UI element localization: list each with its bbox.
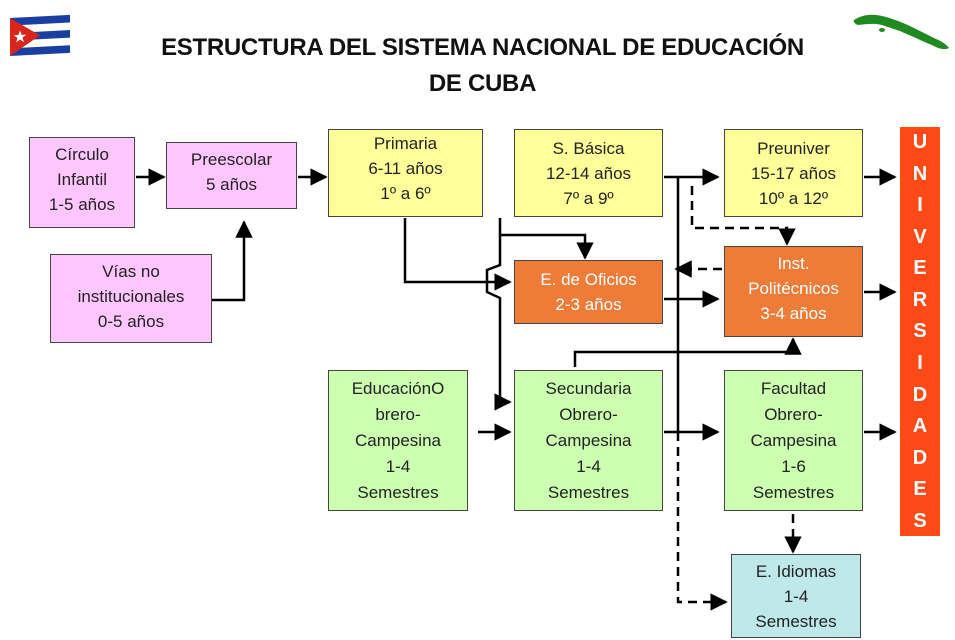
box-text: E. Idiomas	[755, 562, 837, 581]
box-text: E. de Oficios	[540, 270, 637, 289]
box-text: 5 años	[205, 175, 258, 194]
box-text: Vías no	[102, 262, 160, 281]
box-text: 15-17 años	[750, 164, 837, 183]
box-text: institucionales	[77, 287, 185, 306]
box-text: 1º a 6º	[380, 184, 431, 203]
box-text: Facultad	[760, 379, 827, 398]
box-text: 1-4	[576, 457, 601, 476]
diagram-title-line-2: DE CUBA	[428, 70, 537, 97]
box-text: 7º a 9º	[563, 189, 614, 208]
box-escuela-idiomas: E. Idiomas 1-4 Semestres	[731, 554, 861, 638]
box-secundaria-basica: S. Básica 12-14 años 7º a 9º	[514, 129, 663, 217]
box-text: Inst.	[777, 254, 810, 273]
box-text: 2-3 años	[555, 295, 622, 314]
box-text: 0-5 años	[97, 312, 165, 331]
cuba-map-icon	[853, 14, 949, 50]
box-text: Politécnicos	[748, 279, 839, 298]
universidades-letter: U	[912, 131, 928, 153]
box-preescolar: Preescolar 5 años	[166, 142, 297, 209]
box-primaria: Primaria 6-11 años 1º a 6º	[328, 129, 483, 217]
box-text: Primaria	[373, 134, 438, 153]
universidades-letter: I	[917, 194, 923, 217]
box-text: 10º a 12º	[758, 189, 829, 208]
box-text: Campesina	[355, 431, 441, 450]
box-institutos-politecnicos: Inst. Politécnicos 3-4 años	[724, 246, 863, 337]
box-text: Infantil	[56, 170, 108, 189]
box-text: 1-6	[781, 457, 806, 476]
universidades-letter: V	[913, 225, 927, 248]
universidades-letter: N	[912, 162, 928, 185]
universidades-letter: I	[917, 352, 923, 375]
box-text: Semestres	[547, 483, 630, 502]
box-text: Obrero-	[559, 405, 618, 424]
box-text: Campesina	[750, 431, 837, 450]
box-text: 3-4 años	[760, 304, 827, 323]
universidades-letter: D	[912, 446, 928, 469]
universidades-letter: S	[913, 320, 927, 343]
arrow-primaria-oficios	[403, 218, 512, 291]
box-text: Preuniver	[757, 139, 830, 158]
box-text: 12-14 años	[545, 164, 632, 183]
box-text: EducaciónO	[351, 379, 445, 398]
dashed-basica-idiomas	[676, 432, 728, 611]
box-text: 1-5 años	[48, 195, 116, 214]
universidades-letter: D	[912, 383, 928, 406]
box-preuniversitario: Preuniver 15-17 años 10º a 12º	[724, 129, 863, 217]
box-text: S. Básica	[552, 139, 625, 158]
arrow-basica-oficios	[498, 218, 594, 260]
box-text: Campesina	[545, 431, 632, 450]
box-educacion-obrero-campesina: EducaciónO brero- Campesina 1-4 Semestre…	[328, 370, 468, 511]
box-text: 1-4	[783, 587, 809, 606]
arrow-basica-secundaria	[485, 235, 512, 411]
box-secundaria-obrero-campesina: Secundaria Obrero- Campesina 1-4 Semestr…	[514, 370, 663, 511]
arrow-secundaria-politecnicos	[573, 337, 802, 367]
arrow-vias-preescolar	[212, 220, 253, 302]
universidades-letter: R	[912, 288, 928, 311]
box-text: Semestres	[357, 483, 439, 502]
cuba-flag-icon	[10, 14, 70, 56]
universidades-letter: S	[913, 509, 927, 532]
universidades-letter: E	[913, 478, 927, 501]
box-text: Preescolar	[190, 150, 273, 169]
box-text: 1-4	[385, 457, 411, 476]
universidades-letter: A	[912, 415, 928, 438]
box-vias-no-institucionales: Vías no institucionales 0-5 años	[50, 254, 212, 343]
box-text: 6-11 años	[368, 159, 443, 178]
universidades-letter: E	[913, 257, 927, 280]
box-text: Secundaria	[545, 379, 632, 398]
dashed-preuniver-politecnicos	[690, 186, 796, 246]
box-circulo-infantil: Círculo Infantil 1-5 años	[29, 137, 135, 228]
box-text: Círculo	[55, 145, 109, 164]
box-text: Semestres	[752, 483, 835, 502]
box-text: Semestres	[755, 612, 837, 631]
box-text: brero-	[375, 405, 421, 424]
box-escuela-de-oficios: E. de Oficios 2-3 años	[514, 260, 663, 324]
box-text: Obrero-	[764, 405, 823, 424]
box-facultad-obrero-campesina: Facultad Obrero- Campesina 1-6 Semestres	[724, 370, 863, 511]
diagram-title-line-1: ESTRUCTURA DEL SISTEMA NACIONAL DE EDUCA…	[161, 34, 804, 61]
